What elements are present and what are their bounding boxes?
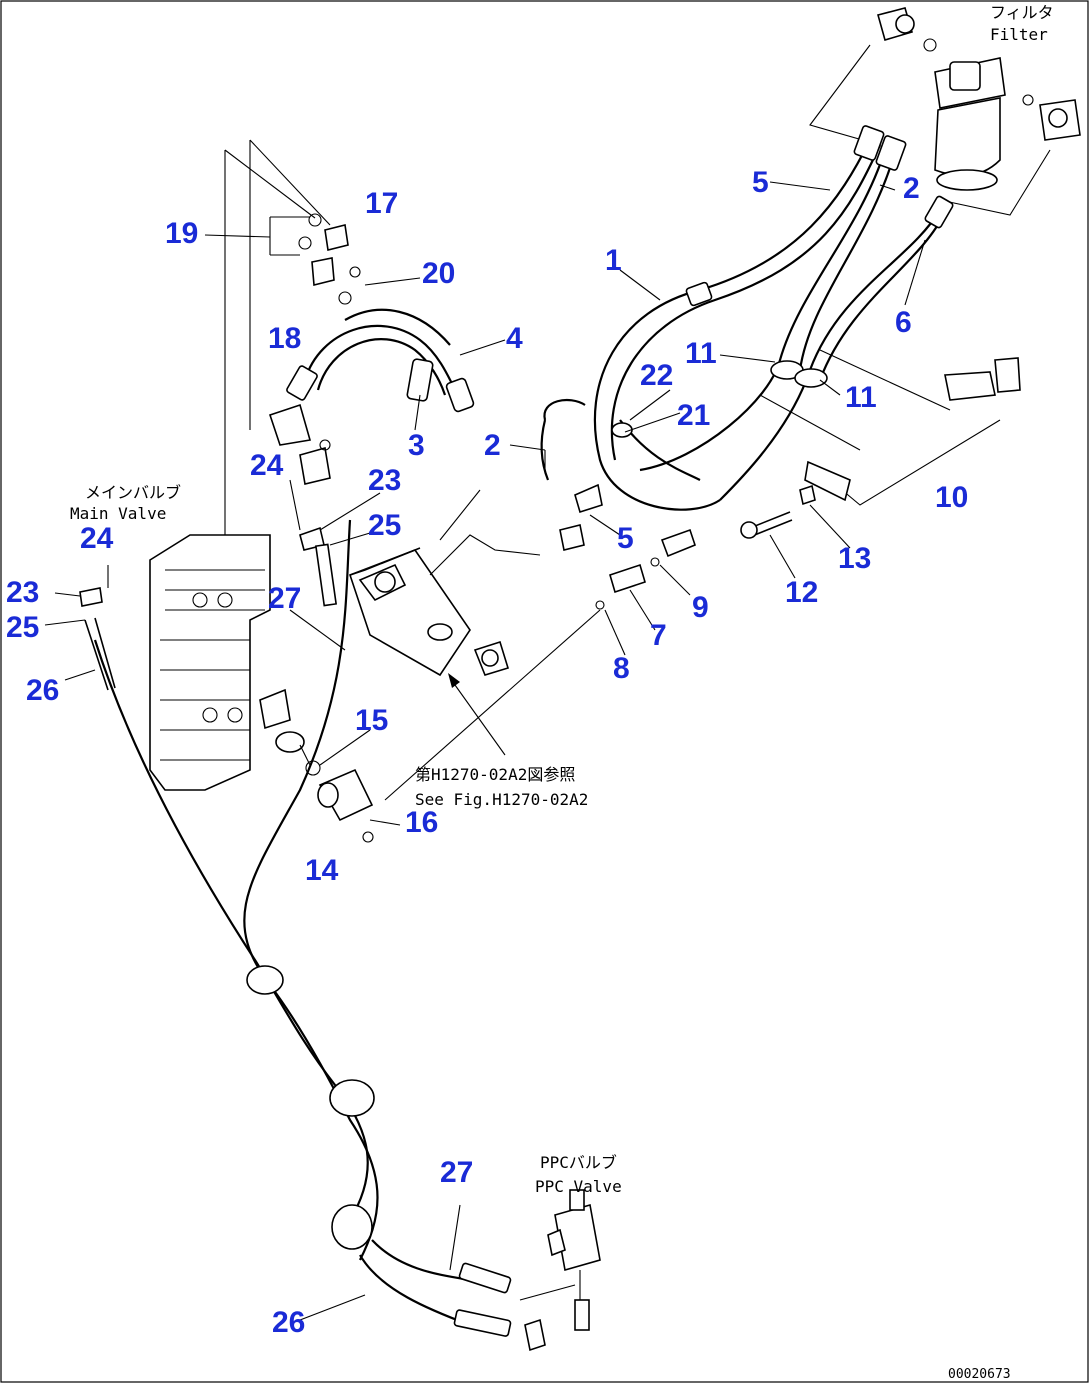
ppc-valve bbox=[519, 1189, 601, 1352]
leader-lines bbox=[44, 181, 926, 1321]
callout-1: 1 bbox=[605, 244, 622, 277]
callout-25: 25 bbox=[368, 509, 401, 542]
small-fittings bbox=[384, 483, 696, 801]
see-fig-label-en: See Fig.H1270-02A2 bbox=[415, 790, 588, 809]
callout-9: 9 bbox=[692, 591, 709, 624]
callout-27: 27 bbox=[440, 1156, 473, 1189]
callout-23: 23 bbox=[6, 576, 39, 609]
callout-5: 5 bbox=[752, 166, 769, 199]
main-valve bbox=[79, 526, 338, 791]
callout-27: 27 bbox=[268, 582, 301, 615]
see-fig-label-jp: 第H1270-02A2図参照 bbox=[415, 765, 575, 784]
callout-8: 8 bbox=[613, 652, 630, 685]
callout-18: 18 bbox=[268, 322, 301, 355]
callout-23: 23 bbox=[368, 464, 401, 497]
filter-label-en: Filter bbox=[990, 25, 1048, 44]
callout-25: 25 bbox=[6, 611, 39, 644]
callout-14: 14 bbox=[305, 854, 339, 887]
callout-22: 22 bbox=[640, 359, 673, 392]
callout-11: 11 bbox=[845, 381, 877, 414]
callout-26: 26 bbox=[26, 674, 59, 707]
callout-24: 24 bbox=[250, 449, 284, 482]
valve-block bbox=[348, 489, 541, 756]
callout-19: 19 bbox=[165, 217, 198, 250]
main-valve-label-jp: メインバルブ bbox=[85, 483, 181, 502]
callout-26: 26 bbox=[272, 1306, 305, 1339]
callout-5: 5 bbox=[617, 522, 634, 555]
ppc-valve-label-en: PPC Valve bbox=[535, 1177, 622, 1196]
callout-15: 15 bbox=[355, 704, 388, 737]
hose-4-assembly bbox=[224, 139, 475, 600]
filter-label-jp: フィルタ bbox=[990, 3, 1054, 22]
hose-26-27 bbox=[84, 519, 512, 1337]
callout-11: 11 bbox=[685, 337, 717, 370]
drawing-number: 00020673 bbox=[948, 1367, 1011, 1382]
callout-7: 7 bbox=[650, 619, 667, 652]
callout-6: 6 bbox=[895, 306, 912, 339]
callout-3: 3 bbox=[408, 429, 425, 462]
ppc-valve-label-jp: PPCバルブ bbox=[540, 1153, 617, 1172]
callout-4: 4 bbox=[506, 322, 523, 355]
callout-24: 24 bbox=[80, 522, 114, 555]
callout-21: 21 bbox=[677, 399, 710, 432]
callout-2: 2 bbox=[903, 172, 920, 205]
callout-16: 16 bbox=[405, 806, 438, 839]
main-valve-label-en: Main Valve bbox=[70, 504, 166, 523]
callout-20: 20 bbox=[422, 257, 455, 290]
callout-2: 2 bbox=[484, 429, 501, 462]
elbow-fitting bbox=[275, 731, 374, 843]
callout-13: 13 bbox=[838, 542, 871, 575]
hose-bundle-upper bbox=[540, 125, 954, 511]
callout-12: 12 bbox=[785, 576, 818, 609]
filter-assembly bbox=[809, 7, 1081, 216]
clamp-assembly bbox=[740, 349, 1021, 539]
callout-10: 10 bbox=[935, 481, 968, 514]
callout-17: 17 bbox=[365, 187, 398, 220]
